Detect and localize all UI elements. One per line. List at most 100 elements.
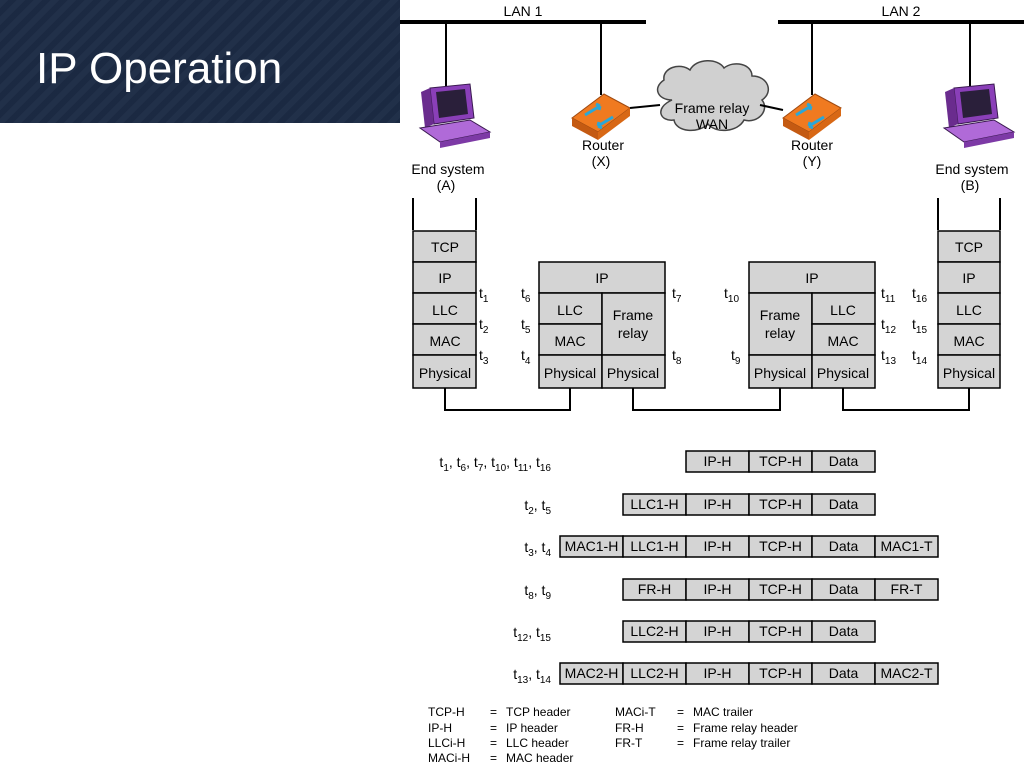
stack-x-frame: Frame [613, 307, 654, 323]
end-a-name: End system [411, 161, 484, 177]
frame-field-label: MAC1-T [880, 538, 933, 554]
legend-item: MACi-H = MAC header [428, 751, 573, 765]
lan2-label: LAN 2 [882, 3, 921, 19]
time-point-t16: t16 [912, 285, 927, 305]
stack-x-layer: LLC [557, 302, 583, 318]
stack-a-layer: IP [438, 270, 451, 286]
legend-item: LLCi-H=LLC header [428, 736, 569, 750]
legend-equals: = [490, 721, 497, 735]
time-point-t8: t8 [672, 347, 682, 367]
frame-field-label: LLC2-H [630, 665, 678, 681]
time-point-t6: t6 [521, 285, 531, 305]
time-point-t7: t7 [672, 285, 682, 305]
legend-item: IP-H=IP header [428, 721, 558, 735]
legend-meaning: MAC trailer [693, 705, 753, 719]
title-banner: IP Operation [0, 0, 400, 123]
frame-field-box [811, 450, 876, 473]
frame-field-label: Data [829, 581, 859, 597]
legend-abbr: MACi-T [615, 705, 656, 719]
router-icon-y [782, 93, 842, 140]
frame-field-label: TCP-H [759, 496, 802, 512]
frame-field-label: MAC2-T [880, 665, 933, 681]
stack-router-y: IP Frame relay Physical LLC MAC Physical [748, 261, 876, 389]
router-x-id: (X) [592, 153, 611, 169]
stack-b-layer: LLC [956, 302, 982, 318]
frame-field-label: Data [829, 453, 859, 469]
time-point-t11: t11 [881, 285, 896, 305]
stack-a-layer: TCP [431, 239, 459, 255]
stack-router-x: IP LLC MAC Physical Frame relay Physical [538, 261, 666, 389]
legend-item: TCP-H=TCP header [428, 705, 570, 719]
link-y-b [842, 388, 970, 411]
time-point-t15: t15 [912, 316, 927, 336]
frame-time-label: t13, t14 [513, 666, 551, 686]
end-a-id: (A) [437, 177, 456, 193]
legend-equals: = [490, 751, 497, 765]
frame-field-label: FR-T [891, 581, 923, 597]
stack-x-ip: IP [595, 270, 608, 286]
router-y-name: Router [791, 137, 833, 153]
time-point-t1: t1 [479, 285, 489, 305]
time-point-t14: t14 [912, 347, 927, 367]
legend-meaning: Frame relay trailer [693, 736, 790, 750]
frame-time-label: t1, t6, t7, t10, t11, t16 [439, 454, 551, 474]
frame-field-label: IP-H [704, 581, 732, 597]
stack-b-layer: Physical [943, 365, 995, 381]
stack-y-layer: MAC [827, 333, 858, 349]
legend-item: FR-H=Frame relay header [615, 721, 798, 735]
stack-x-layer: MAC [554, 333, 585, 349]
frame-field-label: TCP-H [759, 623, 802, 639]
end-b-id: (B) [961, 177, 980, 193]
frame-field-label: TCP-H [759, 581, 802, 597]
link-x-wan [629, 104, 661, 109]
stack-end-b: TCP IP LLC MAC Physical [937, 230, 1001, 389]
cloud-icon [656, 60, 770, 132]
legend-abbr: MACi-H [428, 751, 470, 765]
stack-x-relay: relay [618, 325, 648, 341]
link-x-y [632, 388, 781, 411]
frame-field-label: TCP-H [759, 665, 802, 681]
stack-a-layer: LLC [432, 302, 458, 318]
link-a-x [444, 388, 571, 411]
router-x-name: Router [582, 137, 624, 153]
legend-meaning: MAC header [506, 751, 573, 765]
frame-field-box [811, 620, 876, 643]
time-point-t4: t4 [521, 347, 531, 367]
computer-icon-b [942, 83, 1016, 148]
stack-y-relay: relay [765, 325, 795, 341]
router-icon-x [571, 93, 631, 140]
frame-field-label: LLC1-H [630, 496, 678, 512]
time-point-t3: t3 [479, 347, 489, 367]
time-point-t12: t12 [881, 316, 896, 336]
legend-abbr: TCP-H [428, 705, 465, 719]
stack-y-layer: LLC [830, 302, 856, 318]
frame-time-label: t8, t9 [524, 582, 551, 602]
stack-b-layer: MAC [953, 333, 984, 349]
time-point-t10: t10 [724, 285, 739, 305]
frame-field-label: IP-H [704, 538, 732, 554]
stack-y-ip: IP [805, 270, 818, 286]
frame-field-label: Data [829, 496, 859, 512]
lan1-label: LAN 1 [504, 3, 543, 19]
legend-meaning: LLC header [506, 736, 569, 750]
legend-meaning: TCP header [506, 705, 570, 719]
frame-field-label: FR-H [638, 581, 671, 597]
frame-field-label: MAC2-H [565, 665, 619, 681]
computer-icon-a [418, 83, 492, 148]
stack-y-fr-physical: Physical [754, 365, 806, 381]
legend-equals: = [677, 705, 684, 719]
legend-equals: = [490, 736, 497, 750]
frame-field-label: LLC2-H [630, 623, 678, 639]
slide-title: IP Operation [36, 44, 283, 93]
legend-meaning: Frame relay header [693, 721, 798, 735]
frame-field-label: IP-H [704, 665, 732, 681]
stack-b-layer: TCP [955, 239, 983, 255]
time-point-t13: t13 [881, 347, 896, 367]
